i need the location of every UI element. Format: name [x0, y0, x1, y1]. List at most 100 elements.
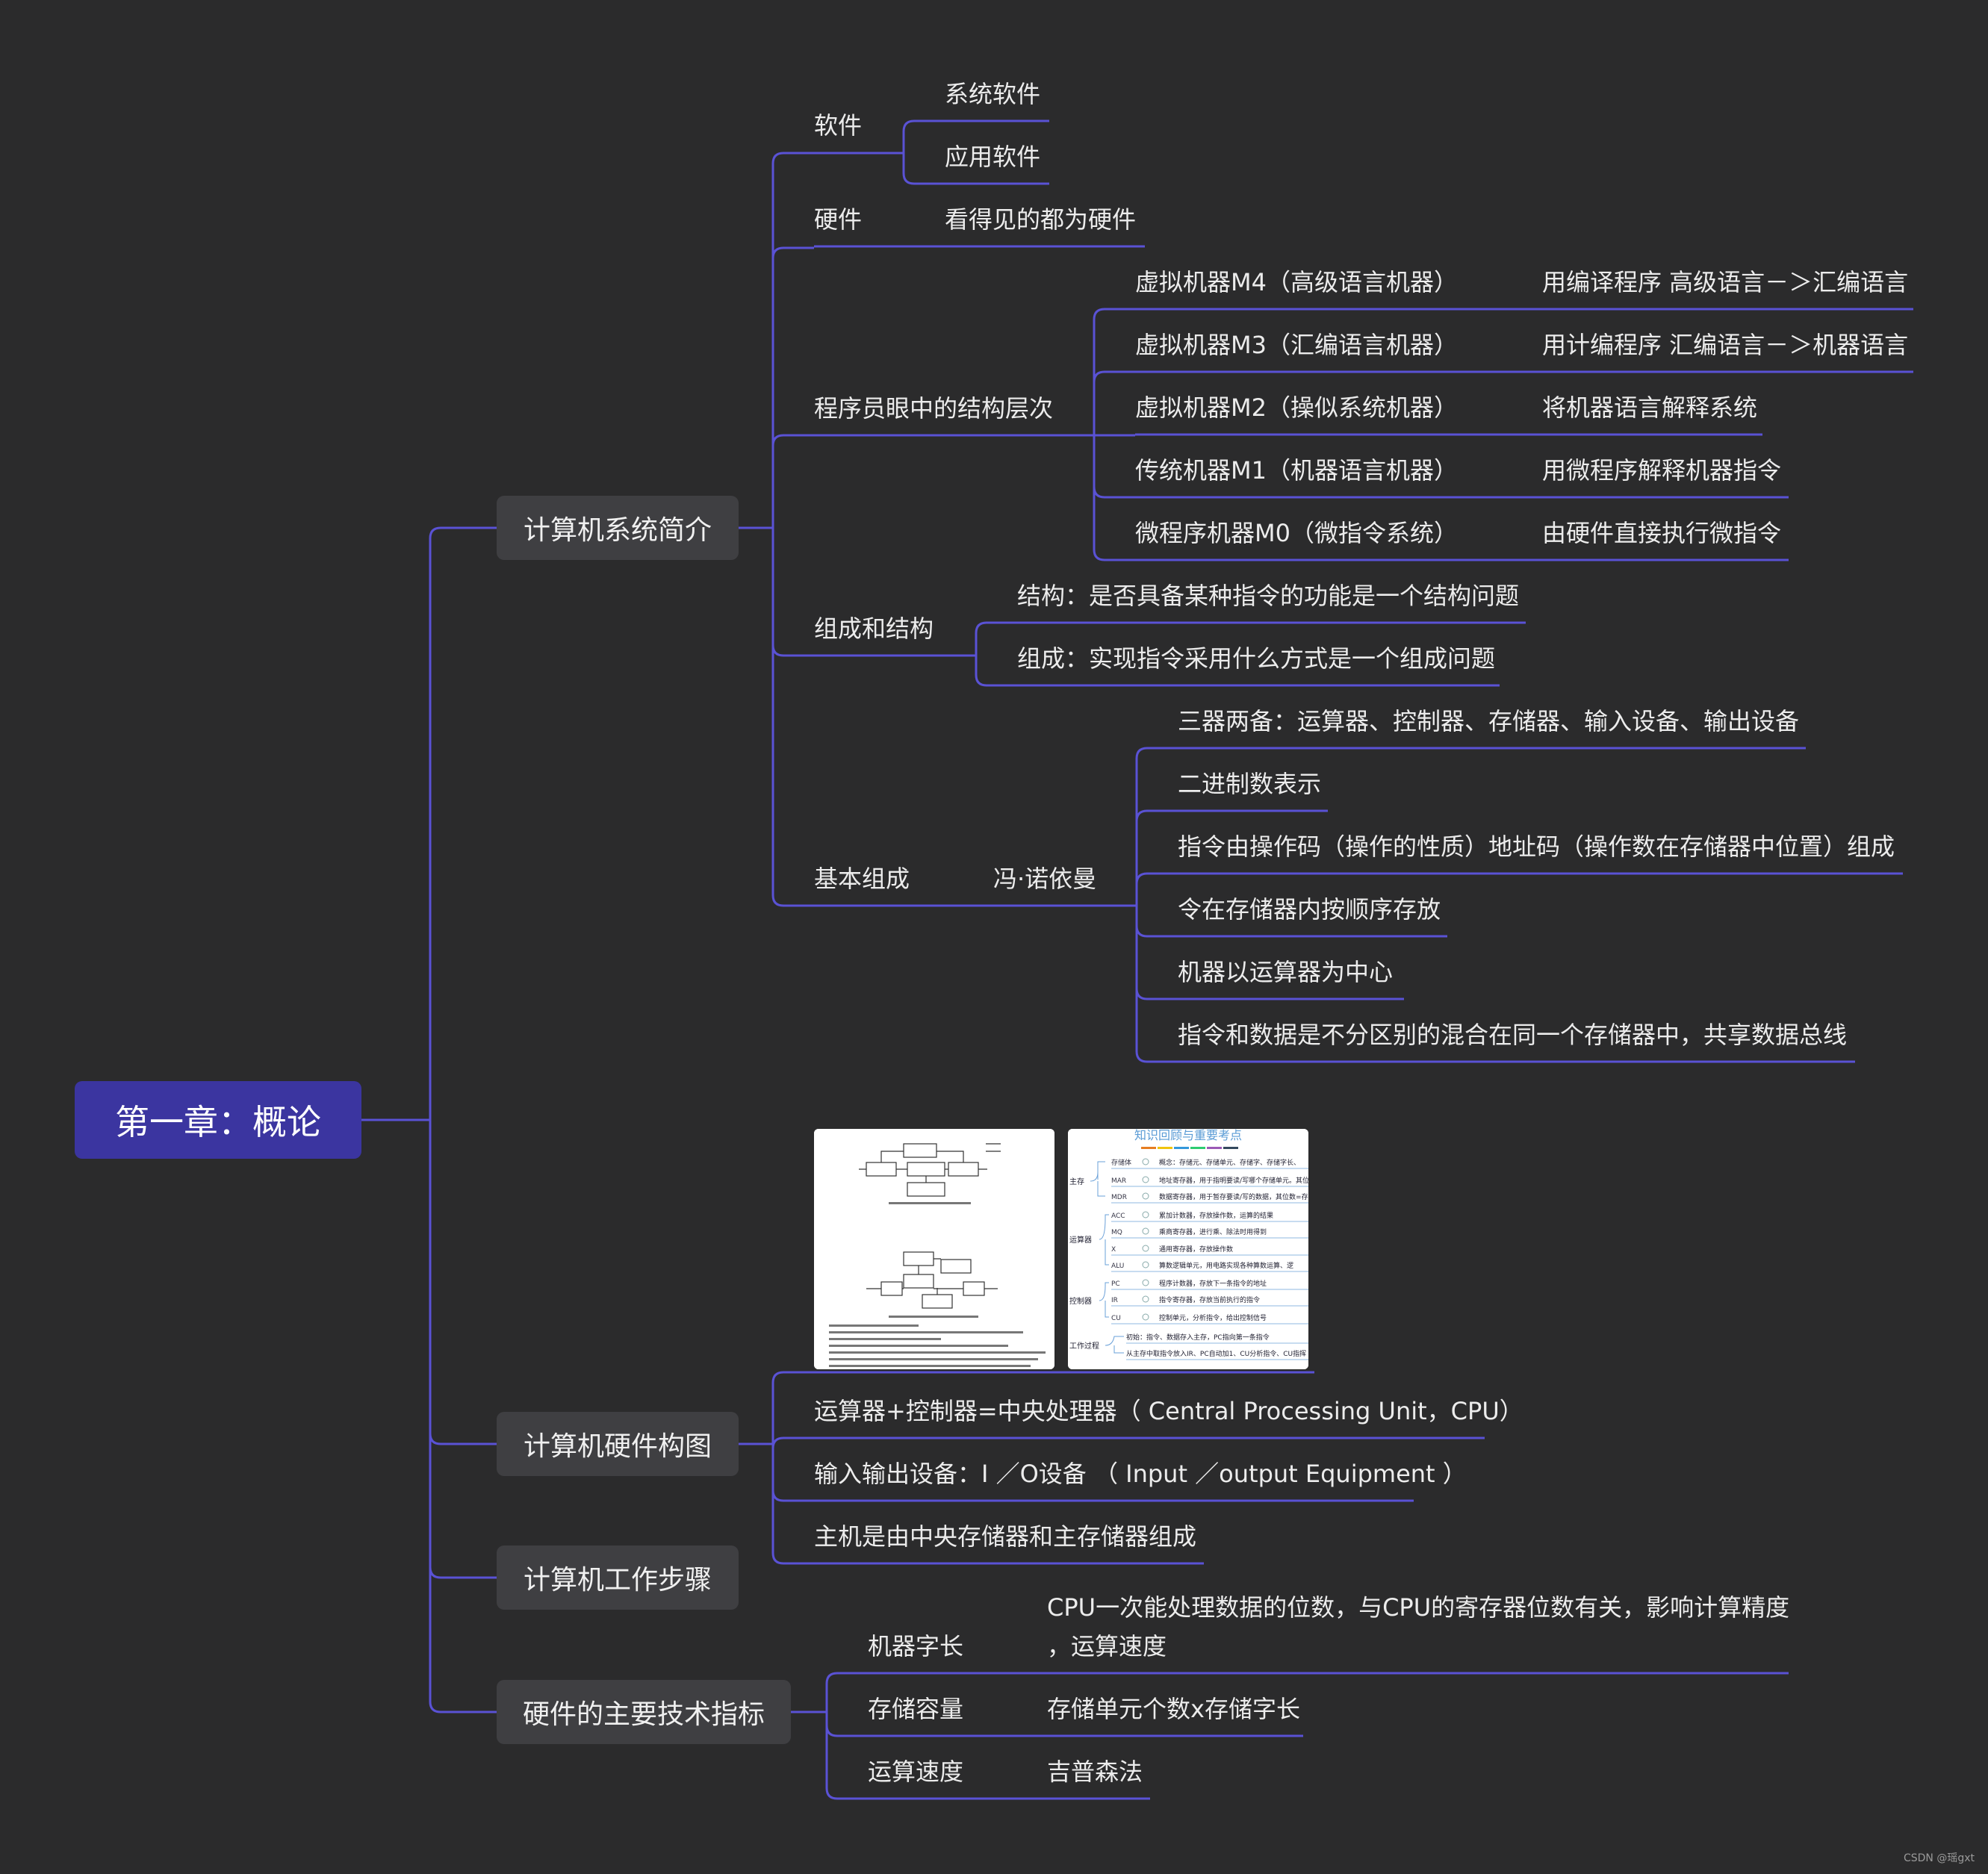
levels-connector [1093, 435, 1135, 499]
hardware-connector [739, 1371, 814, 1445]
thumb-tag: ALU [1111, 1263, 1124, 1270]
hardware-connector [739, 1442, 814, 1502]
hardware-item[interactable]: 主机是由中央存储器和主存储器组成 [814, 1522, 1197, 1551]
composition-connector [975, 621, 1017, 656]
von-neumann-item[interactable]: 指令和数据是不分区别的混合在同一个存储器中，共享数据总线 [1178, 1021, 1848, 1049]
thumb-text: 控制单元，分析指令，给出控制信号 [1159, 1313, 1267, 1322]
hardware-item[interactable]: 输入输出设备：I ／O设备 （ Input ／output Equipment … [814, 1460, 1467, 1488]
level-desc[interactable]: 将机器语言解释系统 [1542, 393, 1758, 422]
von-neumann-item[interactable]: 指令由操作码（操作的性质）地址码（操作数在存储器中位置）组成 [1178, 832, 1895, 861]
software-connector [814, 119, 945, 155]
metric-desc-cont[interactable]: ，运算速度 [1047, 1632, 1167, 1660]
metric-desc[interactable]: 吉普森法 [1047, 1758, 1143, 1786]
hardware-diagram-image[interactable] [814, 1129, 1054, 1369]
thumb-tag: CU [1111, 1315, 1121, 1322]
metric-name[interactable]: 运算速度 [868, 1758, 964, 1786]
thumb-text: 数据寄存器，用于暂存要读/写的数据，其位数=存 [1159, 1192, 1308, 1201]
von-neumann-connector [1135, 809, 1178, 906]
thumb-tag: 存储体 [1111, 1158, 1131, 1167]
intro-connector [739, 526, 814, 657]
thumb-title: 知识回顾与重要考点 [1134, 1129, 1242, 1142]
thumb-tag: PC [1111, 1280, 1120, 1288]
levels-connector [1093, 435, 1135, 561]
level-name[interactable]: 虚拟机器M4（高级语言机器） [1135, 268, 1458, 296]
thumb-text: 从主存中取指令放入IR、PC自动加1、CU分析指令、CU指挥 [1126, 1349, 1306, 1358]
thumb-text: 指令寄存器，存放当前执行的指令 [1159, 1295, 1260, 1304]
metric-desc[interactable]: CPU一次能处理数据的位数，与CPU的寄存器位数有关，影响计算精度 [1047, 1593, 1790, 1622]
composition-connector [975, 656, 1017, 687]
knowledge-review-image[interactable]: 知识回顾与重要考点存储体 概念：存储元、存储单元、存储字、存储字长、 MAR 地址寄存… [1068, 1129, 1308, 1369]
thumb-tag: X [1111, 1246, 1116, 1254]
level-desc[interactable]: 用微程序解释机器指令 [1542, 456, 1782, 485]
intro-connector [739, 434, 814, 529]
intro-connector [739, 526, 814, 907]
metrics-connector [791, 1710, 868, 1800]
thumb-tag: MQ [1111, 1229, 1122, 1236]
watermark: CSDN @瑶gxt [1903, 1852, 1975, 1864]
thumb-text: 初始：指令、数据存入主存，PC指向第一条指令 [1126, 1333, 1270, 1342]
root-connector [361, 1118, 497, 1713]
level-name[interactable]: 传统机器M1（机器语言机器） [1135, 456, 1458, 485]
node-metrics[interactable]: 硬件的主要技术指标 [497, 1680, 791, 1744]
thumb-group: 主存 [1069, 1177, 1084, 1186]
metric-name[interactable]: 存储容量 [868, 1695, 964, 1723]
thumb-group: 工作过程 [1069, 1341, 1099, 1351]
thumb-text: 累加计数器，存放操作数，运算的结果 [1159, 1211, 1273, 1220]
node-von-neumann[interactable]: 冯·诺依曼 [993, 865, 1097, 893]
intro-connector [739, 152, 814, 529]
intro-connector [739, 246, 814, 529]
root-node[interactable]: 第一章：概论 [75, 1081, 361, 1159]
thumb-group: 运算器 [1069, 1235, 1092, 1245]
software-connector [814, 152, 945, 185]
von-neumann-item[interactable]: 令在存储器内按顺序存放 [1178, 895, 1441, 924]
metrics-connector [791, 1672, 868, 1713]
level-name[interactable]: 虚拟机器M3（汇编语言机器） [1135, 331, 1458, 359]
levels-connector [1093, 370, 1135, 435]
von-neumann-connector [1135, 747, 1178, 906]
node-intro[interactable]: 计算机系统简介 [497, 496, 739, 560]
hardware-connector [739, 1442, 814, 1565]
metric-name[interactable]: 机器字长 [868, 1632, 964, 1660]
node-system-software[interactable]: 系统软件 [945, 80, 1041, 108]
thumb-text: 乘商寄存器，进行乘、除法时用得到 [1159, 1227, 1267, 1236]
thumb-text: 算数逻辑单元，用电路实现各种算数运算、逻 [1159, 1261, 1293, 1270]
node-hardware[interactable]: 硬件 [814, 205, 863, 234]
metrics-connector [791, 1710, 868, 1737]
von-neumann-item[interactable]: 二进制数表示 [1178, 770, 1322, 798]
node-basic[interactable]: 基本组成 [814, 865, 910, 893]
node-work-steps[interactable]: 计算机工作步骤 [497, 1545, 739, 1610]
level-desc[interactable]: 用计编程序 汇编语言－＞机器语言 [1542, 331, 1909, 359]
root-connector [361, 526, 497, 1121]
von-neumann-connector [1135, 906, 1178, 1000]
level-name[interactable]: 虚拟机器M2（操似系统机器） [1135, 393, 1458, 422]
node-application-software[interactable]: 应用软件 [945, 143, 1041, 171]
von-neumann-connector [1135, 872, 1178, 906]
node-composition[interactable]: 组成和结构 [814, 614, 934, 643]
thumb-tag: MAR [1111, 1177, 1126, 1185]
thumb-text: 程序计数器，存放下一条指令的地址 [1159, 1279, 1267, 1288]
von-neumann-connector [1135, 906, 1178, 1063]
thumb-group: 控制器 [1069, 1296, 1092, 1306]
composition-item[interactable]: 组成：实现指令采用什么方式是一个组成问题 [1017, 644, 1496, 673]
hardware-item[interactable]: 运算器+控制器=中央处理器（ Central Processing Unit，C… [814, 1397, 1523, 1425]
von-neumann-connector [1135, 906, 1178, 938]
von-neumann-item[interactable]: 三器两备：运算器、控制器、存储器、输入设备、输出设备 [1178, 707, 1800, 735]
node-hardware-desc[interactable]: 看得见的都为硬件 [945, 205, 1137, 234]
thumb-text: 概念：存储元、存储单元、存储字、存储字长、 [1159, 1158, 1300, 1167]
node-levels[interactable]: 程序员眼中的结构层次 [814, 394, 1054, 423]
thumb-text: 通用寄存器，存放操作数 [1159, 1245, 1233, 1254]
level-desc[interactable]: 由硬件直接执行微指令 [1542, 519, 1782, 547]
node-software[interactable]: 软件 [814, 111, 863, 140]
thumb-tag: ACC [1111, 1213, 1125, 1220]
thumb-tag: MDR [1111, 1194, 1127, 1201]
node-hardware-diagram[interactable]: 计算机硬件构图 [497, 1412, 739, 1476]
level-desc[interactable]: 用编译程序 高级语言－＞汇编语言 [1542, 268, 1909, 296]
thumb-text: 地址寄存器，用于指明要读/写哪个存储单元。其位 [1159, 1176, 1308, 1185]
level-name[interactable]: 微程序机器M0（微指令系统） [1135, 519, 1458, 547]
thumb-tag: IR [1111, 1297, 1118, 1304]
metric-desc[interactable]: 存储单元个数x存储字长 [1047, 1695, 1300, 1723]
von-neumann-item[interactable]: 机器以运算器为中心 [1178, 958, 1394, 986]
levels-connector [1093, 308, 1135, 435]
composition-item[interactable]: 结构：是否具备某种指令的功能是一个结构问题 [1017, 582, 1520, 610]
